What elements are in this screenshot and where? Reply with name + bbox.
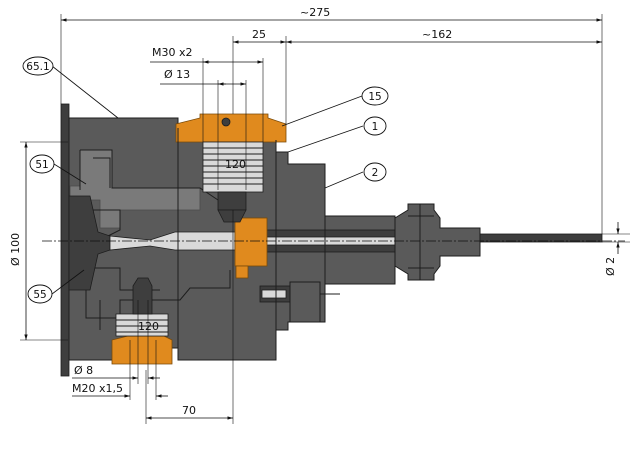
dim-bore-top: Ø 13 bbox=[164, 68, 190, 81]
balloon-51: 51 bbox=[29, 154, 87, 185]
dim-port-spacing: 70 bbox=[182, 404, 196, 417]
dim-bottom-angle: 120 bbox=[138, 320, 159, 333]
top-port-nut bbox=[175, 113, 287, 143]
bottom-port-nut bbox=[111, 335, 173, 365]
dim-overall-length: ~275 bbox=[300, 6, 330, 19]
probe-insert bbox=[234, 217, 268, 267]
svg-text:15: 15 bbox=[368, 91, 381, 103]
balloon-55: 55 bbox=[27, 269, 85, 304]
dim-probe-diameter: Ø 2 bbox=[604, 257, 617, 276]
assembly-section-view bbox=[60, 103, 603, 377]
chamber-outline bbox=[70, 149, 219, 291]
flange-plate bbox=[60, 103, 70, 377]
balloon-15: 15 bbox=[281, 86, 389, 127]
balloon-1: 1 bbox=[287, 116, 387, 153]
dim-top-angle: 120 bbox=[225, 158, 246, 171]
svg-text:51: 51 bbox=[35, 159, 48, 171]
bottom-thread-fitting bbox=[115, 277, 169, 337]
dimension-lines bbox=[20, 14, 630, 424]
side-plug bbox=[259, 281, 340, 323]
dim-right-length: ~162 bbox=[422, 28, 452, 41]
dim-thread-bottom: M20 x1,5 bbox=[72, 382, 123, 395]
probe-insert-lower bbox=[235, 265, 249, 279]
dim-bore-bottom: Ø 8 bbox=[74, 364, 93, 377]
svg-text:55: 55 bbox=[33, 289, 46, 301]
dim-thread-top: M30 x2 bbox=[152, 46, 193, 59]
svg-text:65.1: 65.1 bbox=[26, 61, 49, 73]
svg-text:2: 2 bbox=[372, 167, 379, 179]
dim-port-offset: 25 bbox=[252, 28, 266, 41]
compression-fitting bbox=[394, 203, 481, 281]
balloon-2: 2 bbox=[324, 162, 387, 189]
balloon-65-1: 65.1 bbox=[22, 56, 119, 119]
dim-flange-diameter: Ø 100 bbox=[9, 233, 22, 266]
top-thread-fitting bbox=[202, 141, 264, 223]
thin-probe bbox=[479, 233, 603, 243]
svg-text:1: 1 bbox=[372, 121, 379, 133]
